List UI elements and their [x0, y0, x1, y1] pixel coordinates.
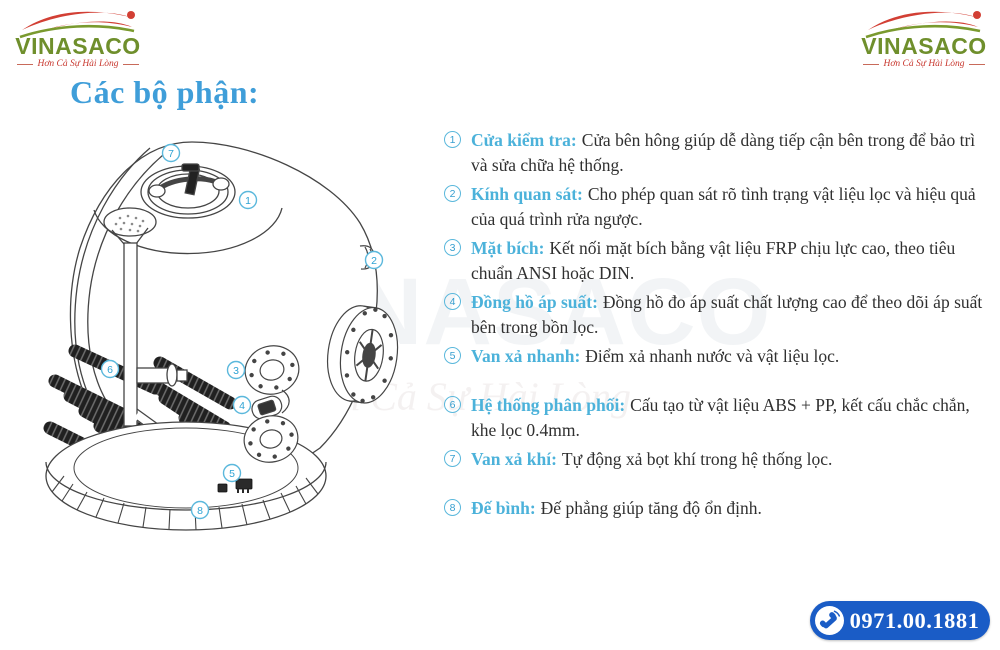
item-label: Van xả khí:: [471, 449, 557, 469]
callout-6: 6: [100, 359, 120, 379]
logo-tagline: Hơn Cả Sự Hài Lòng: [12, 59, 144, 69]
flange-group: [243, 345, 300, 463]
callout-8: 8: [190, 500, 210, 520]
tagline-dash: [123, 63, 140, 65]
item-label: Van xả nhanh:: [471, 346, 581, 366]
callout-7: 7: [161, 143, 181, 163]
svg-text:5: 5: [229, 468, 235, 480]
logo-tagline: Hơn Cả Sự Hài Lòng: [858, 59, 990, 69]
svg-text:3: 3: [233, 365, 239, 377]
diffuser-plate: [103, 207, 157, 237]
item-label: Hệ thống phân phối:: [471, 395, 626, 415]
item-label: Đế bình:: [471, 498, 536, 518]
list-item-1: 1 Cửa kiểm tra:Cửa bên hông giúp dễ dàng …: [444, 128, 996, 178]
drain-fittings: [217, 478, 253, 493]
list-item-8: 8 Đế bình:Đế phẳng giúp tăng độ ổn định.: [444, 496, 996, 521]
logo-brand-name: VINASACO: [861, 33, 986, 58]
svg-text:1: 1: [245, 195, 251, 207]
item-description: Đế phẳng giúp tăng độ ổn định.: [540, 498, 762, 518]
list-item-6: 6 Hệ thống phân phối:Cấu tạo từ vật liệu …: [444, 393, 996, 443]
item-label: Kính quan sát:: [471, 184, 583, 204]
logo-wave-icon: [22, 11, 130, 30]
list-item-3: 3 Mặt bích:Kết nối mặt bích bằng vật liệu…: [444, 236, 996, 286]
item-number-badge: 5: [444, 347, 461, 364]
brand-logo-graphic: VINASACO: [861, 11, 986, 58]
phone-icon: [815, 606, 844, 635]
pressure-gauge: [251, 395, 283, 420]
manhole-lid: [140, 163, 236, 219]
item-number-badge: 7: [444, 450, 461, 467]
item-description: Cửa bên hông giúp dễ dàng tiếp cận bên t…: [471, 130, 976, 175]
page-title: Các bộ phận:: [70, 74, 260, 110]
svg-text:8: 8: [197, 505, 203, 517]
phone-number: 0971.00.1881: [849, 607, 980, 633]
tagline-dash: [969, 63, 986, 65]
standpipe: [103, 207, 188, 454]
item-label: Cửa kiểm tra:: [471, 130, 577, 150]
callout-4: 4: [232, 395, 252, 415]
item-description: Tự động xả bọt khí trong hệ thống lọc.: [561, 449, 833, 469]
list-item-7: 7 Van xả khí:Tự động xả bọt khí trong hệ …: [444, 447, 996, 472]
item-number-badge: 6: [444, 396, 461, 413]
phone-cta-button[interactable]: 0971.00.1881: [810, 601, 990, 640]
svg-text:4: 4: [239, 400, 245, 412]
filter-tank-diagram: 7 1 2 6 3 4 5: [43, 141, 399, 531]
item-number-badge: 4: [444, 293, 461, 310]
svg-text:2: 2: [371, 255, 377, 267]
diagram-callouts: 7 1 2 6 3 4 5: [100, 143, 384, 520]
item-number-badge: 3: [444, 239, 461, 256]
callout-5: 5: [222, 463, 242, 483]
tagline-text: Hơn Cả Sự Hài Lòng: [37, 59, 119, 69]
list-item-4: 4 Đồng hồ áp suất:Đồng hồ đo áp suất chất…: [444, 290, 996, 340]
item-label: Mặt bích:: [471, 238, 545, 258]
item-description: Điểm xả nhanh nước và vật liệu lọc.: [585, 346, 840, 366]
flange: [244, 345, 300, 395]
item-description: Cho phép quan sát rõ tình trạng vật liệu…: [471, 184, 976, 229]
callout-2: 2: [364, 250, 384, 270]
parts-list: 1 Cửa kiểm tra:Cửa bên hông giúp dễ dàng …: [444, 128, 996, 525]
brand-logo-graphic: VINASACO: [15, 11, 140, 58]
logo-brand-name: VINASACO: [15, 33, 140, 58]
item-description: Cấu tạo từ vật liệu ABS + PP, kết cấu ch…: [471, 395, 970, 440]
brand-logo-secondary: VINASACO Hơn Cả Sự Hài Lòng: [858, 6, 990, 69]
svg-text:6: 6: [107, 364, 113, 376]
callout-3: 3: [226, 360, 246, 380]
item-label: Đồng hồ áp suất:: [471, 292, 598, 312]
brand-logo: VINASACO Hơn Cả Sự Hài Lòng: [12, 6, 144, 69]
tagline-dash: [862, 63, 879, 65]
list-item-5: 5 Van xả nhanh:Điểm xả nhanh nước và vật …: [444, 344, 996, 369]
sight-glass-flange: [243, 415, 299, 463]
callout-1: 1: [238, 190, 258, 210]
item-number-badge: 1: [444, 131, 461, 148]
item-description: Đồng hồ đo áp suất chất lượng cao để the…: [471, 292, 983, 337]
diffuser-holes: [114, 214, 145, 233]
item-number-badge: 8: [444, 499, 461, 516]
tagline-text: Hơn Cả Sự Hài Lòng: [883, 59, 965, 69]
item-number-badge: 2: [444, 185, 461, 202]
logo-wave-icon: [868, 11, 976, 30]
list-item-2: 2 Kính quan sát:Cho phép quan sát rõ tình…: [444, 182, 996, 232]
tagline-dash: [16, 63, 33, 65]
svg-text:7: 7: [168, 148, 174, 160]
side-flange-port: [326, 305, 399, 404]
item-description: Kết nối mặt bích bằng vật liệu FRP chịu …: [471, 238, 956, 283]
